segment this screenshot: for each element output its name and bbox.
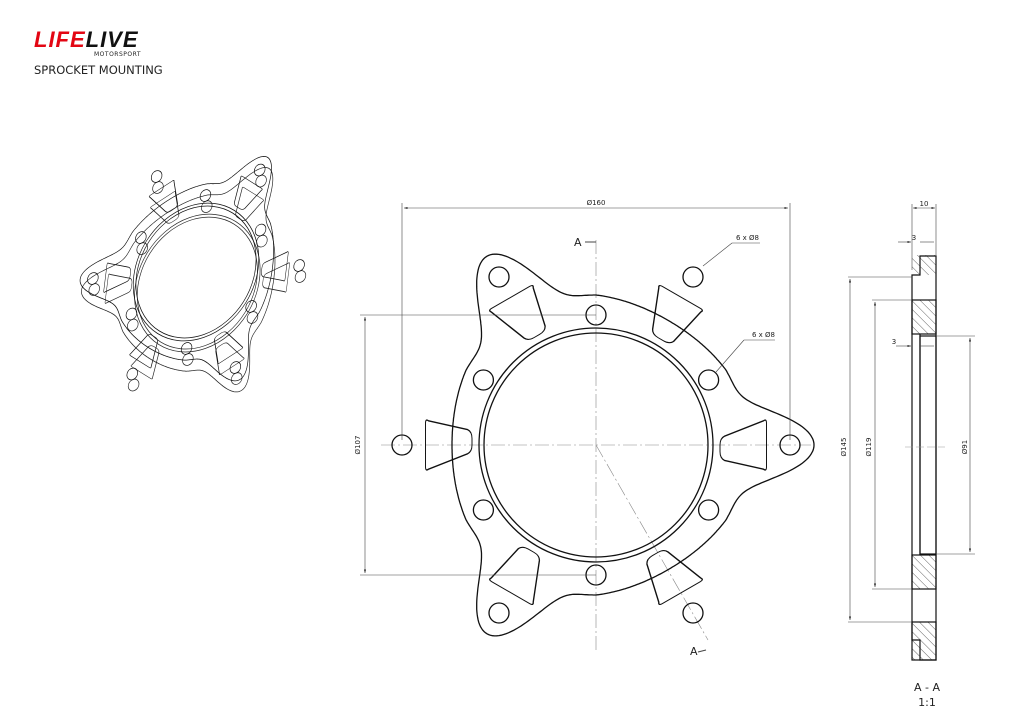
centerlines (381, 240, 811, 650)
logo-life: LIFE (34, 27, 86, 52)
section-mark-bottom: A (690, 645, 698, 658)
drawing-title: SPROCKET MOUNTING (34, 63, 163, 77)
section-label: A - A (914, 681, 940, 694)
section-dimensions (848, 204, 975, 623)
dim-inner-pcd: Ø107 (354, 436, 362, 455)
note-outer-holes: 6 x Ø8 (736, 234, 759, 242)
section-view (911, 255, 937, 661)
dim-step-top: 3 (912, 234, 916, 242)
isometric-view (47, 106, 351, 442)
dim-step-mid: 3 (892, 338, 896, 346)
dim-d145: Ø145 (840, 438, 848, 457)
front-dimensions (360, 203, 791, 653)
section-scale: 1:1 (918, 696, 936, 709)
logo-live: LIVE (85, 27, 139, 52)
dim-d91: Ø91 (961, 440, 969, 454)
note-inner-holes: 6 x Ø8 (752, 331, 775, 339)
dim-thickness: 10 (920, 200, 929, 208)
dim-d119: Ø119 (865, 438, 873, 457)
logo-subtitle: MOTORSPORT (94, 51, 142, 58)
logo: LIFELIVE MOTORSPORT (34, 27, 141, 58)
front-view (381, 240, 815, 650)
section-mark-top: A (574, 236, 582, 249)
dim-outer-diameter: Ø160 (587, 199, 606, 207)
